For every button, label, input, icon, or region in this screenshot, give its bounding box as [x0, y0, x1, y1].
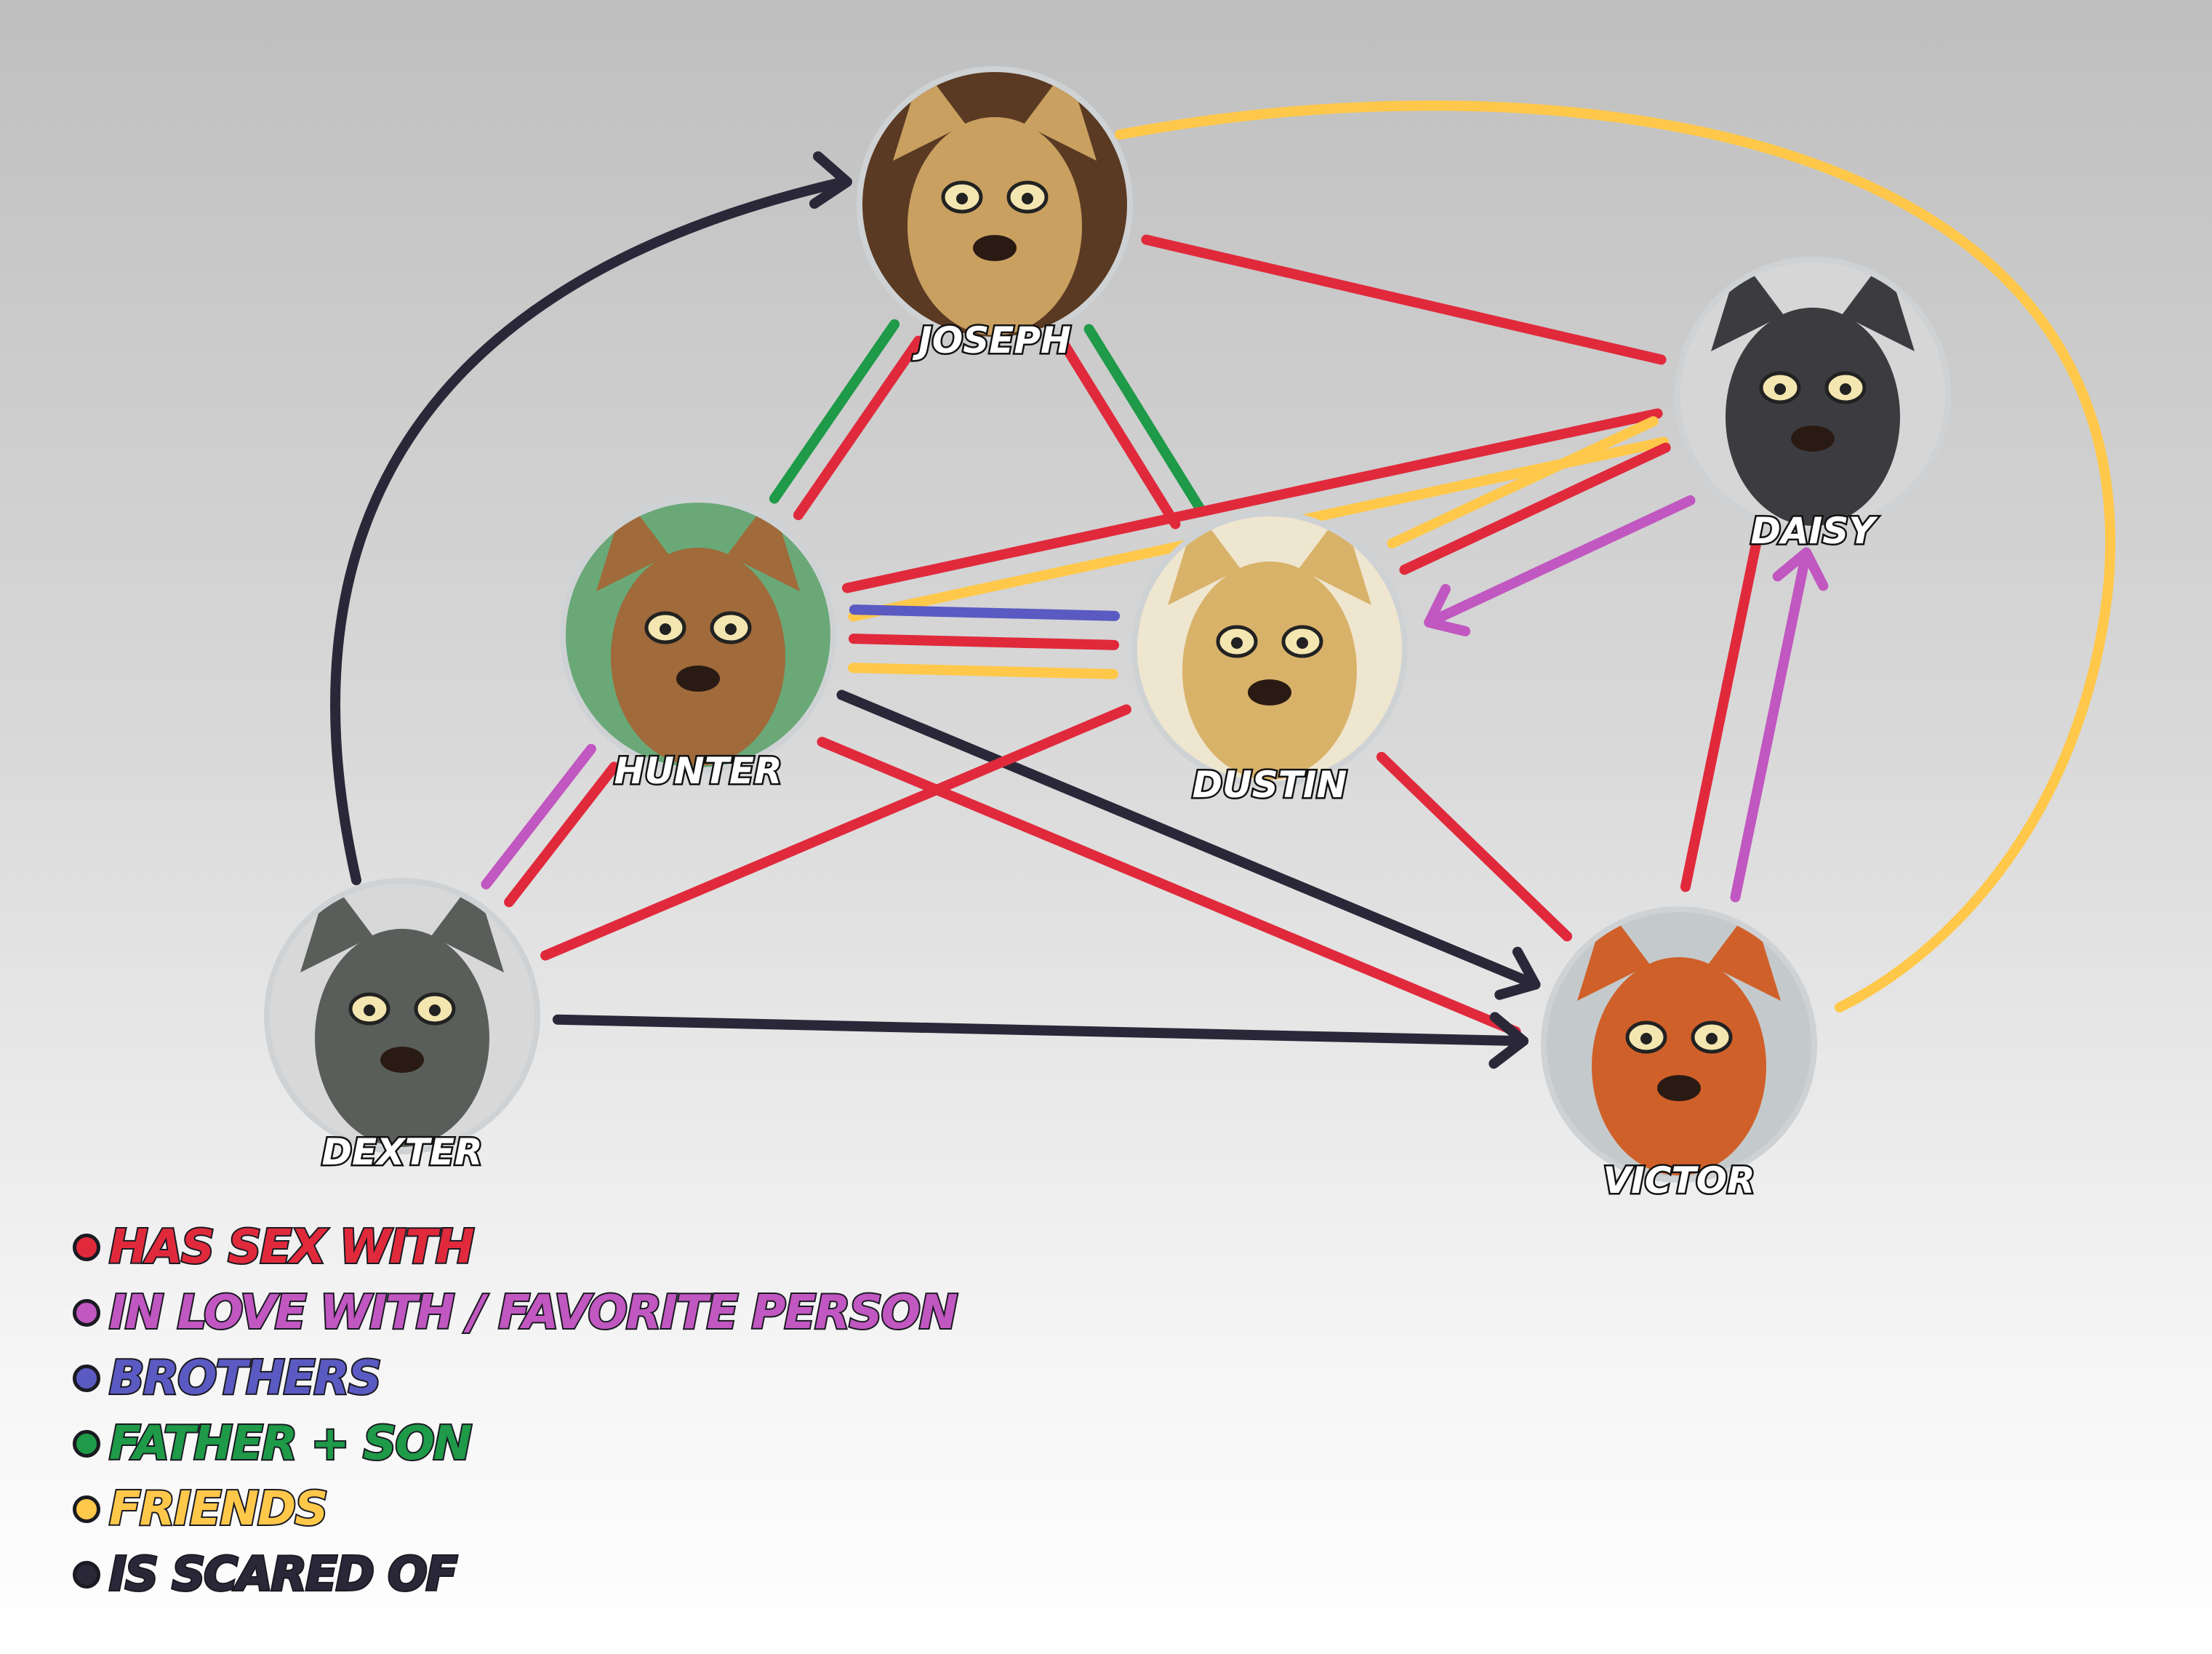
arrowhead: [1494, 946, 1541, 1000]
legend-dot-icon: [73, 1495, 100, 1523]
edge-joseph-daisy-sex: [1141, 234, 1667, 365]
character-nodes: JOSEPH DAISY HUNTER DUSTIN DEXTER VICTOR: [264, 66, 1951, 1204]
edge-joseph-dustin-father: [1083, 324, 1206, 514]
dexter-name: DEXTER: [322, 1131, 483, 1173]
edge-hunter-dustin-sex: [848, 634, 1120, 650]
edge-joseph-hunter-sex: [793, 335, 924, 521]
edge-dexter-joseph-scared: [330, 177, 849, 885]
joseph-avatar: [862, 72, 1127, 337]
edge-joseph-victor-friends: [1115, 100, 2115, 1012]
legend-item-love: IN LOVE WITH / FAVORITE PERSON: [73, 1280, 960, 1346]
edge-daisy-dustin-friends: [1387, 416, 1659, 549]
daisy-avatar: [1680, 263, 1945, 527]
dustin-avatar: [1137, 516, 1402, 781]
legend: HAS SEX WITH IN LOVE WITH / FAVORITE PERS…: [73, 1215, 960, 1607]
character-joseph[interactable]: JOSEPH: [857, 66, 1133, 364]
edge-hunter-daisy-sex: [841, 408, 1663, 594]
edge-hunter-dustin-friends: [847, 663, 1119, 679]
legend-dot-icon: [73, 1299, 100, 1327]
legend-item-friends: FRIENDS: [73, 1477, 957, 1542]
arrowhead: [1424, 583, 1471, 636]
legend-label: HAS SEX WITH: [108, 1219, 476, 1276]
edge-hunter-dexter-love: [481, 743, 596, 890]
arrowhead: [809, 151, 852, 209]
legend-dot-icon: [73, 1430, 100, 1458]
legend-item-brothers: BROTHERS: [73, 1346, 957, 1411]
arrowhead: [1488, 1012, 1529, 1069]
legend-label: IN LOVE WITH / FAVORITE PERSON: [108, 1285, 960, 1341]
character-hunter[interactable]: HUNTER: [560, 497, 836, 794]
edge-victor-daisy-love: [1730, 547, 1812, 903]
hunter-name: HUNTER: [614, 750, 782, 792]
edge-joseph-hunter-father: [769, 319, 900, 504]
daisy-name: DAISY: [1750, 510, 1878, 552]
legend-dot-icon: [73, 1561, 100, 1589]
legend-label: FRIENDS: [108, 1481, 329, 1538]
dustin-name: DUSTIN: [1193, 764, 1347, 806]
edge-daisy-dustin-love: [1424, 495, 1696, 628]
joseph-name: JOSEPH: [912, 319, 1071, 361]
relationship-lines: [330, 100, 2115, 1069]
edge-dustin-dexter-sex: [540, 704, 1131, 961]
legend-label: IS SCARED OF: [108, 1546, 459, 1603]
edge-hunter-victor-scared: [836, 690, 1541, 990]
legend-dot-icon: [73, 1365, 100, 1392]
legend-label: BROTHERS: [108, 1350, 383, 1407]
legend-item-father: FATHER + SON: [73, 1411, 957, 1477]
arrowhead: [1772, 547, 1829, 591]
edge-dexter-victor-scared: [552, 1014, 1529, 1047]
character-dustin[interactable]: DUSTIN: [1131, 511, 1408, 808]
legend-label: FATHER + SON: [108, 1415, 473, 1472]
edge-victor-daisy-sex: [1680, 537, 1762, 892]
legend-item-sex: HAS SEX WITH: [73, 1215, 957, 1280]
edge-hunter-dexter-sex: [504, 762, 620, 908]
legend-dot-icon: [73, 1234, 100, 1261]
victor-avatar: [1547, 912, 1811, 1177]
legend-item-scared: IS SCARED OF: [73, 1542, 957, 1607]
edge-hunter-dustin-brothers: [849, 604, 1121, 621]
character-dexter[interactable]: DEXTER: [264, 878, 540, 1175]
hunter-avatar: [566, 503, 830, 767]
character-victor[interactable]: VICTOR: [1541, 906, 1817, 1204]
character-daisy[interactable]: DAISY: [1675, 257, 1951, 554]
edge-joseph-dustin-sex: [1059, 339, 1181, 530]
edge-dustin-victor-sex: [1376, 751, 1573, 942]
victor-name: VICTOR: [1603, 1159, 1755, 1202]
dexter-avatar: [270, 884, 534, 1148]
edge-daisy-dustin-sex: [1399, 442, 1671, 575]
